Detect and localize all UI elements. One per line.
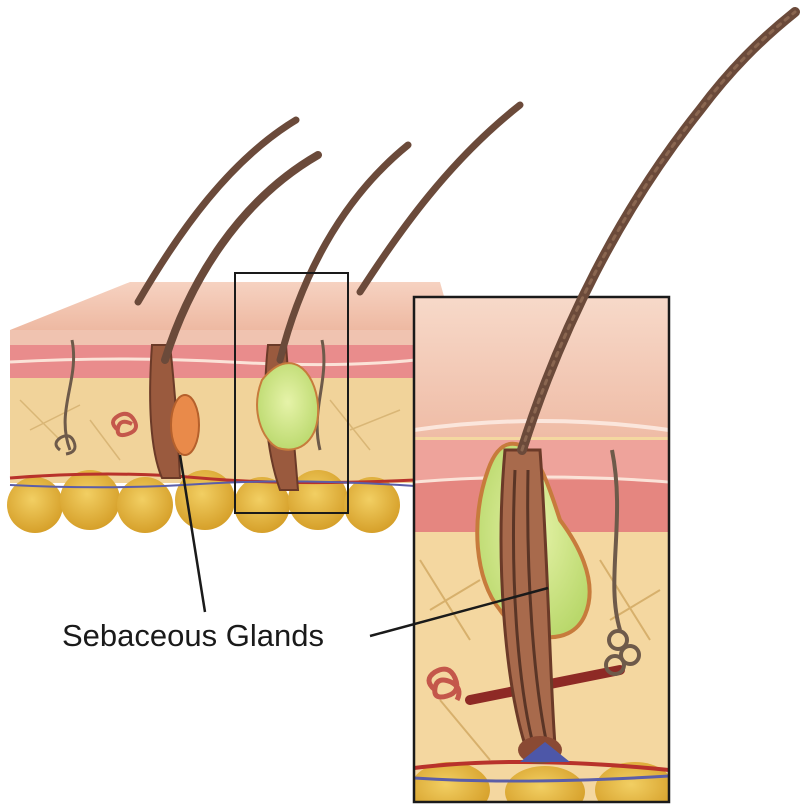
zoom-panel <box>410 297 675 807</box>
skin-cross-section <box>7 282 445 533</box>
sebaceous-gland-center <box>257 363 318 450</box>
sebaceous-gland-left <box>171 395 199 455</box>
skin-surface <box>10 282 445 330</box>
sebaceous-glands-label: Sebaceous Glands <box>62 618 324 653</box>
